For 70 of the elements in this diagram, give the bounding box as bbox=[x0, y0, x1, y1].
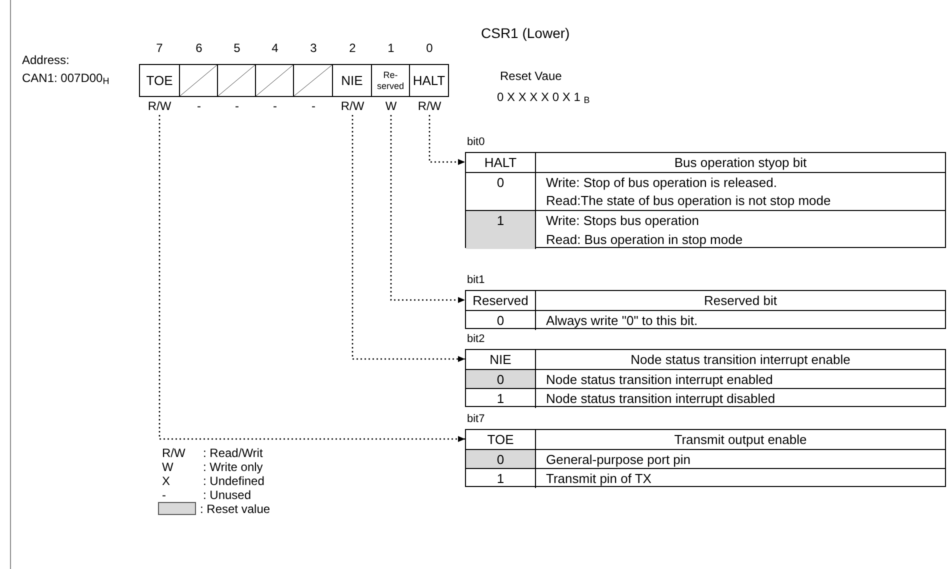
bit-label: bit1 bbox=[467, 275, 485, 286]
dotted-arrow bbox=[390, 115, 465, 303]
bit-name: Re- served bbox=[376, 70, 405, 92]
value-cell: 1 bbox=[466, 389, 536, 408]
access-type: - bbox=[235, 100, 239, 112]
bit-number: 3 bbox=[310, 42, 317, 54]
legend-text: : Reset value bbox=[200, 502, 270, 514]
description-text: Write: Stops bus operation bbox=[545, 212, 700, 230]
bit-description-table bbox=[465, 290, 946, 329]
table-header: Node status transition interrupt enable bbox=[630, 351, 852, 369]
access-type: W bbox=[385, 100, 397, 112]
bit-number: 4 bbox=[272, 42, 278, 54]
label-text: W bbox=[162, 461, 174, 473]
description-text: Read: Bus operation in stop mode bbox=[545, 231, 744, 249]
label-text: : Undefined bbox=[203, 475, 264, 487]
bit-number: 6 bbox=[196, 42, 202, 54]
table-header: Bus operation styop bit bbox=[673, 154, 808, 172]
bit-number: 5 bbox=[234, 42, 240, 54]
label-text: : Write only bbox=[203, 461, 263, 473]
value-cell: 0 bbox=[466, 370, 536, 388]
access-type: R/W bbox=[418, 100, 442, 112]
label-text: : Read/Writ bbox=[203, 447, 263, 459]
value-cell: 0 bbox=[466, 450, 536, 468]
bit-number: 7 bbox=[156, 42, 163, 54]
value-cell: 1 bbox=[466, 469, 536, 488]
access-type: - bbox=[312, 100, 316, 112]
register-title: CSR1 (Lower) bbox=[481, 26, 570, 40]
label-text: Address: bbox=[22, 54, 70, 66]
bit-description-table bbox=[465, 152, 946, 248]
access-type: R/W bbox=[148, 100, 172, 112]
bit-number: 0 bbox=[426, 42, 433, 54]
bit-number: 2 bbox=[349, 42, 356, 54]
bit-description-table bbox=[465, 429, 946, 487]
bit-name: HALT bbox=[412, 74, 446, 87]
dotted-arrow bbox=[158, 115, 465, 442]
label-text: 0 X X X X 0 X 1 $_{B}$ bbox=[497, 91, 590, 103]
description-text: Always write "0" to this bit. bbox=[545, 312, 699, 330]
bit-number: 1 bbox=[388, 42, 394, 54]
bit-label: bit2 bbox=[467, 334, 485, 345]
table-header: Reserved bbox=[466, 291, 536, 310]
table-header: Reserved bit bbox=[703, 292, 778, 310]
table-header: NIE bbox=[466, 350, 536, 369]
bit-description-table bbox=[465, 349, 946, 407]
description-text: Read:The state of bus operation is not stop mode bbox=[545, 192, 832, 210]
table-header: Transmit output enable bbox=[673, 431, 808, 449]
label-text: - bbox=[162, 489, 166, 501]
description-text: Transmit pin of TX bbox=[545, 470, 652, 488]
value-cell: 1 bbox=[466, 211, 536, 249]
label-text: : Unused bbox=[203, 489, 252, 501]
access-type: R/W bbox=[340, 100, 364, 112]
table-header: HALT bbox=[466, 153, 536, 172]
description-text: Write: Stop of bus operation is released. bbox=[545, 174, 778, 192]
dotted-arrow bbox=[352, 115, 465, 362]
label-text: Reset Vaue bbox=[500, 70, 562, 82]
label-text: X bbox=[162, 475, 170, 487]
bit-name: TOE bbox=[146, 74, 173, 87]
access-type: - bbox=[273, 100, 277, 112]
description-text: Node status transition interrupt disabled bbox=[545, 390, 776, 408]
description-text: Node status transition interrupt enabled bbox=[545, 370, 774, 388]
bit-name: NIE bbox=[341, 74, 363, 87]
label-text: R/W bbox=[162, 447, 186, 459]
dotted-arrow bbox=[428, 115, 465, 165]
access-type: - bbox=[197, 100, 201, 112]
value-cell: 0 bbox=[466, 311, 536, 330]
label-text: CAN1: 007D00$_{H}$ bbox=[22, 72, 110, 84]
value-cell: 0 bbox=[466, 173, 536, 210]
bit-label: bit0 bbox=[467, 137, 485, 148]
table-header: TOE bbox=[466, 430, 536, 449]
description-text: General-purpose port pin bbox=[545, 450, 692, 468]
bit-label: bit7 bbox=[467, 414, 485, 425]
